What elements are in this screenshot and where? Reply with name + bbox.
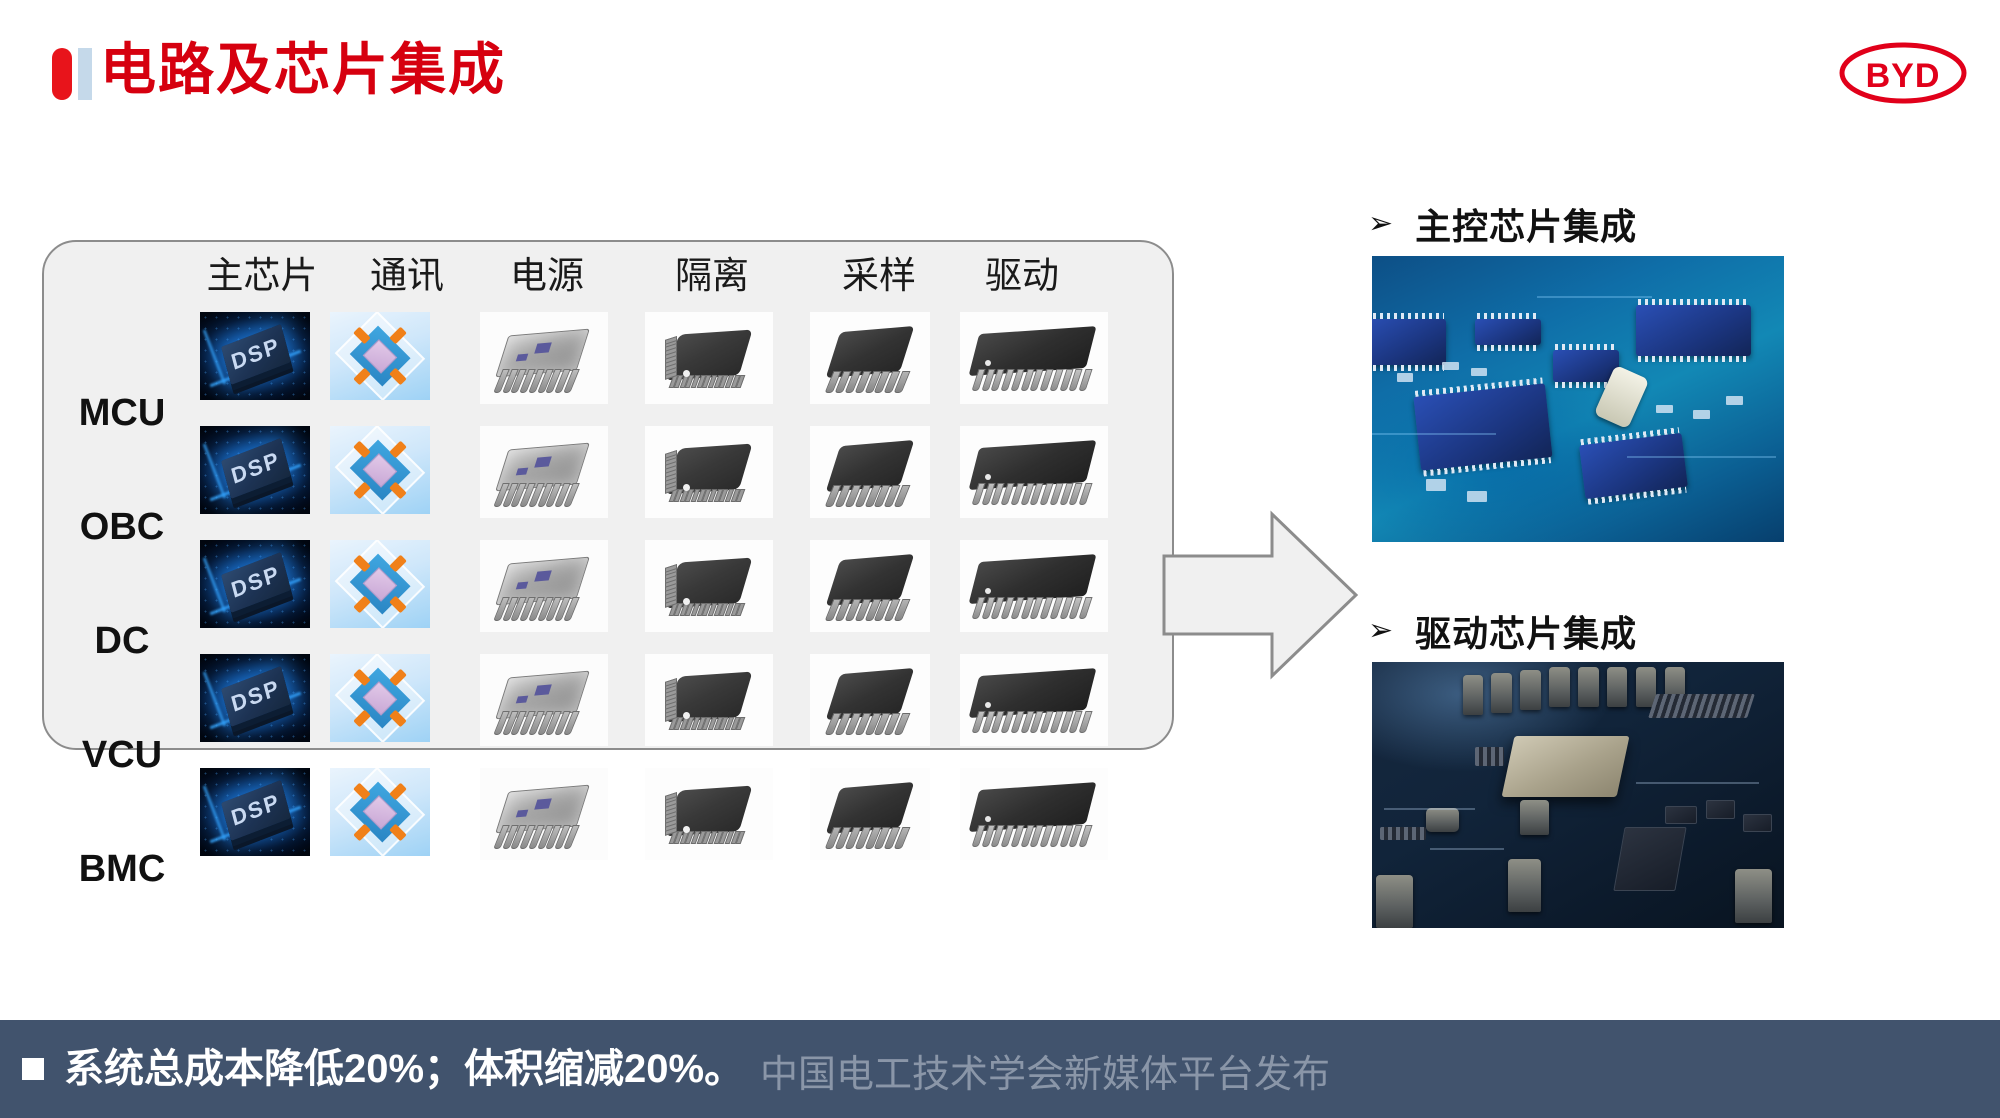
matrix-cell-mcu-3 (645, 312, 773, 404)
blue-pcb-photo (1372, 256, 1784, 542)
marker-blue-bar (78, 48, 92, 100)
dsp-chip-icon: DSP (200, 768, 310, 856)
matrix-cell-dc-2 (480, 540, 608, 632)
right-heading-0: ➢ 主控芯片集成 (1368, 198, 1637, 250)
row-label-mcu: MCU (78, 392, 166, 434)
byd-logo: BYD (1838, 40, 1968, 106)
matrix-cell-vcu-4 (810, 654, 930, 746)
grey-ic-chip-icon (480, 654, 608, 746)
title-marker (52, 48, 98, 100)
watermark-text: 中国电工技术学会新媒体平台发布 (760, 1054, 1331, 1096)
wide-soic-chip-icon (960, 426, 1108, 518)
page-title: 电路及芯片集成 (100, 38, 506, 101)
package-chip-icon (330, 540, 430, 628)
transition-arrow (1160, 510, 1360, 680)
matrix-cell-dc-4 (810, 540, 930, 632)
qfp-chip-icon (645, 540, 773, 632)
soic-chip-icon (810, 540, 930, 632)
matrix-cell-bmc-2 (480, 768, 608, 860)
matrix-cell-obc-5 (960, 426, 1108, 518)
qfp-chip-icon (645, 654, 773, 746)
right-heading-1: ➢ 驱动芯片集成 (1368, 605, 1637, 657)
matrix-column-headers: 主芯片 通讯 电源 隔离 采样 驱动 (42, 248, 1174, 308)
qfp-chip-icon (645, 768, 773, 860)
matrix-cell-bmc-1 (330, 768, 430, 856)
dsp-chip-icon: DSP (200, 426, 310, 514)
grey-ic-chip-icon (480, 426, 608, 518)
svg-text:BYD: BYD (1866, 57, 1941, 95)
package-chip-icon (330, 426, 430, 514)
matrix-cell-mcu-2 (480, 312, 608, 404)
column-header-4: 采样 (842, 255, 916, 296)
row-label-obc: OBC (79, 506, 165, 548)
row-label-vcu: VCU (81, 734, 163, 776)
matrix-cell-obc-1 (330, 426, 430, 514)
matrix-cell-mcu-0: DSP (200, 312, 310, 400)
soic-chip-icon (810, 426, 930, 518)
right-heading-text-0: 主控芯片集成 (1415, 206, 1638, 247)
package-chip-icon (330, 654, 430, 742)
matrix-cell-vcu-2 (480, 654, 608, 746)
wide-soic-chip-icon (960, 540, 1108, 632)
qfp-chip-icon (645, 312, 773, 404)
qfp-chip-icon (645, 426, 773, 518)
matrix-cell-mcu-1 (330, 312, 430, 400)
grey-ic-chip-icon (480, 312, 608, 404)
right-heading-text-1: 驱动芯片集成 (1415, 613, 1638, 654)
wide-soic-chip-icon (960, 768, 1108, 860)
matrix-cell-dc-0: DSP (200, 540, 310, 628)
column-header-2: 电源 (510, 255, 584, 296)
column-header-5: 驱动 (985, 255, 1059, 296)
matrix-cell-bmc-5 (960, 768, 1108, 860)
package-chip-icon (330, 312, 430, 400)
footer-bar: 系统总成本降低20%；体积缩减20%。 中国电工技术学会新媒体平台发布 (0, 1020, 2000, 1118)
wide-soic-chip-icon (960, 654, 1108, 746)
matrix-cell-bmc-0: DSP (200, 768, 310, 856)
matrix-cell-dc-5 (960, 540, 1108, 632)
wide-soic-chip-icon (960, 312, 1108, 404)
column-header-3: 隔离 (675, 255, 749, 296)
grey-ic-chip-icon (480, 768, 608, 860)
grey-ic-chip-icon (480, 540, 608, 632)
matrix-cell-vcu-5 (960, 654, 1108, 746)
dsp-chip-icon: DSP (200, 312, 310, 400)
slide-header: 电路及芯片集成 BYD (0, 0, 2000, 140)
row-label-dc: DC (94, 620, 150, 662)
matrix-cell-vcu-3 (645, 654, 773, 746)
dsp-chip-icon: DSP (200, 540, 310, 628)
column-header-0: 主芯片 (206, 255, 318, 296)
matrix-cell-obc-0: DSP (200, 426, 310, 514)
matrix-cell-dc-1 (330, 540, 430, 628)
matrix-cell-bmc-4 (810, 768, 930, 860)
dsp-chip-icon: DSP (200, 654, 310, 742)
matrix-cell-obc-2 (480, 426, 608, 518)
marker-red-bar (52, 48, 72, 100)
footer-text: 系统总成本降低20%；体积缩减20%。 (64, 1047, 745, 1091)
package-chip-icon (330, 768, 430, 856)
matrix-cell-bmc-3 (645, 768, 773, 860)
matrix-cell-mcu-4 (810, 312, 930, 404)
matrix-cell-dc-3 (645, 540, 773, 632)
arrow-bullet-icon: ➢ (1368, 207, 1394, 240)
soic-chip-icon (810, 654, 930, 746)
soic-chip-icon (810, 768, 930, 860)
square-bullet-icon (22, 1058, 44, 1080)
matrix-cell-obc-3 (645, 426, 773, 518)
arrow-bullet-icon-2: ➢ (1368, 614, 1394, 647)
matrix-row-labels: MCU OBC DC VCU BMC (42, 240, 202, 890)
matrix-cell-vcu-0: DSP (200, 654, 310, 742)
matrix-cell-mcu-5 (960, 312, 1108, 404)
dark-motherboard-photo (1372, 662, 1784, 928)
row-label-bmc: BMC (78, 848, 166, 890)
soic-chip-icon (810, 312, 930, 404)
matrix-cell-obc-4 (810, 426, 930, 518)
matrix-cell-vcu-1 (330, 654, 430, 742)
column-header-1: 通讯 (370, 255, 444, 296)
